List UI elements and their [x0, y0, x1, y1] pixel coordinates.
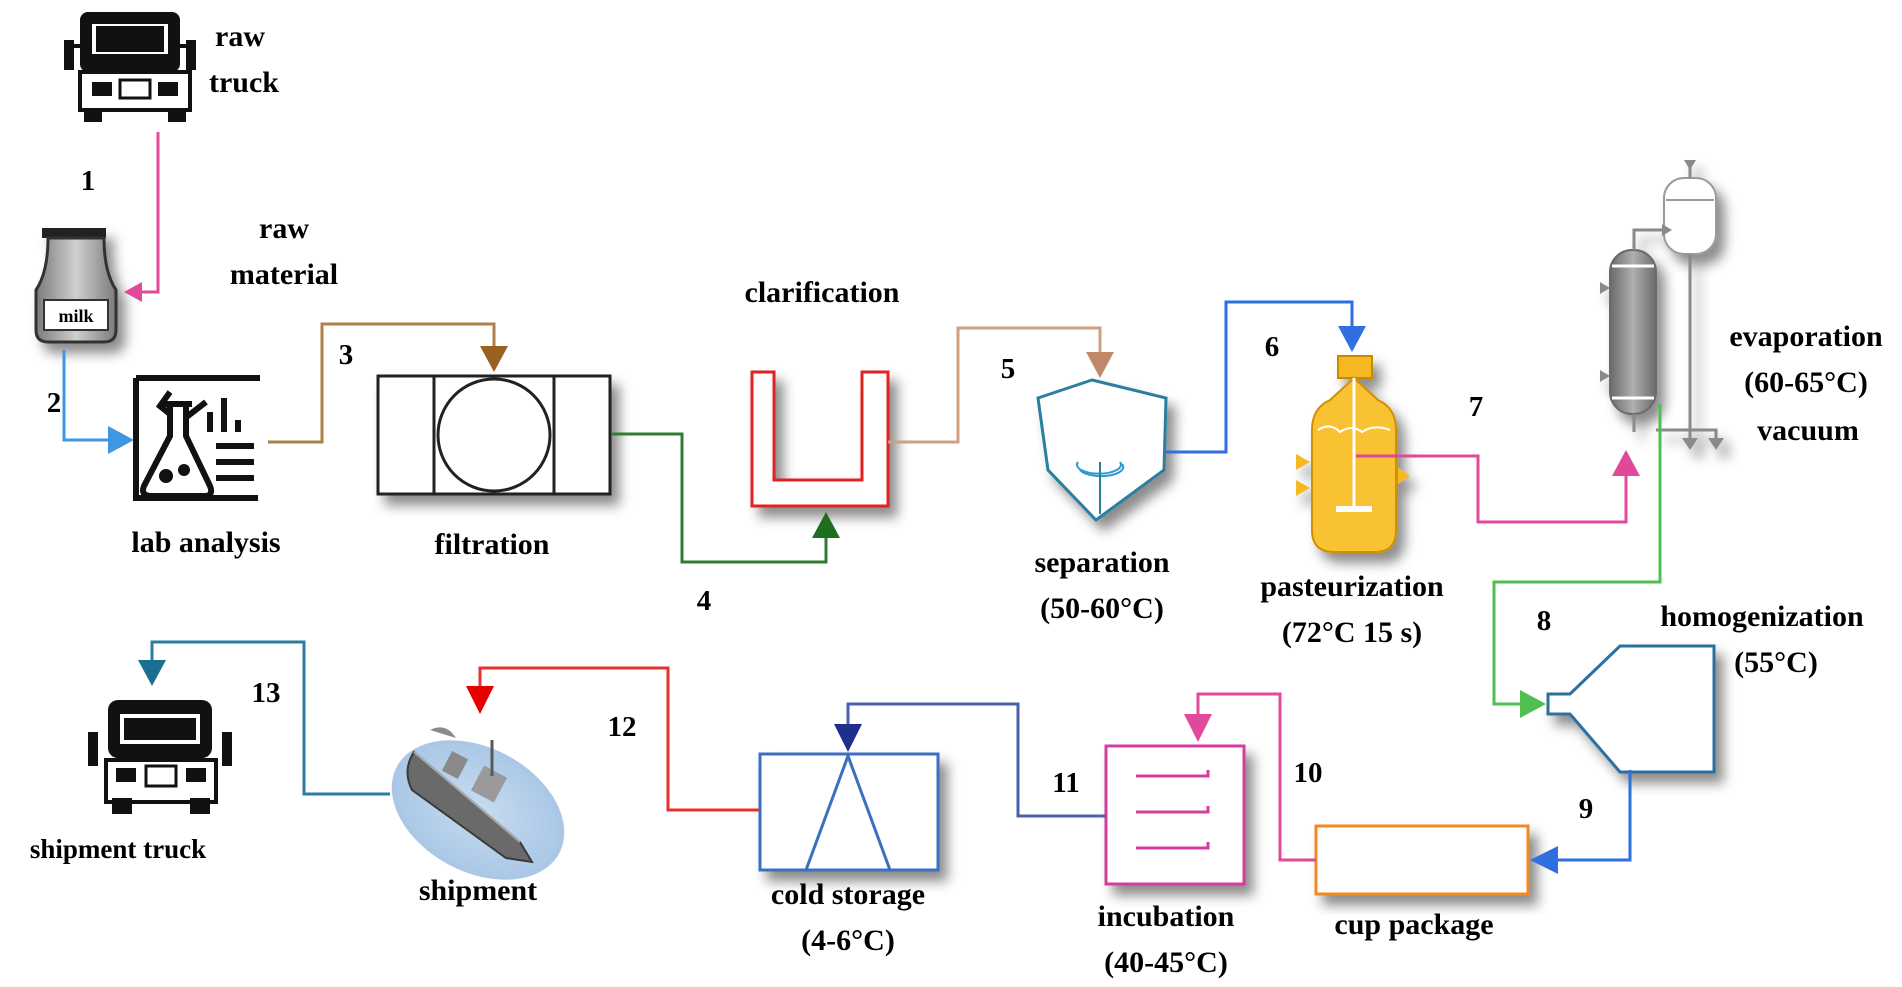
flow-step-7 [1356, 450, 1640, 524]
pasteurization-label-line2: (72°C 15 s) [1282, 616, 1422, 649]
cold-storage-label-line2: (4-6°C) [801, 924, 895, 957]
step-number-12: 12 [608, 711, 637, 743]
shipment-label: shipment [419, 874, 537, 907]
cup-package-label: cup package [1334, 908, 1493, 941]
lab-flask-icon [133, 375, 260, 501]
clarification-label: clarification [745, 276, 900, 309]
milk-can-label: milk [58, 306, 93, 326]
incubation-label-line2: (40-45°C) [1104, 946, 1228, 979]
step-number-8: 8 [1537, 605, 1552, 637]
homogenization-unit [1546, 644, 1716, 774]
step-number-3: 3 [339, 339, 354, 371]
step-number-13: 13 [252, 677, 281, 709]
flow-step-11 [834, 702, 1106, 818]
step-number-4: 4 [697, 585, 712, 617]
flow-step-5 [888, 326, 1114, 444]
cold-storage-unit [758, 751, 940, 872]
evaporation-label-line3: vacuum [1757, 414, 1859, 447]
flow-step-2 [62, 350, 134, 454]
homogenization-label-line2: (55°C) [1734, 646, 1818, 679]
clarification-tank [750, 370, 890, 508]
shipment-truck-label: shipment truck [30, 834, 206, 864]
ship-icon [391, 727, 565, 880]
shipment-truck-icon [88, 700, 232, 814]
flow-step-12 [466, 666, 760, 812]
separation-label-line1: separation [1035, 546, 1170, 579]
separation-unit [1036, 378, 1168, 522]
truck-icon [64, 12, 196, 122]
filtration-label: filtration [435, 528, 550, 561]
flow-step-9 [1530, 770, 1632, 874]
flow-step-3 [268, 322, 508, 444]
raw-truck-label-line2: truck [209, 66, 279, 99]
step-number-7: 7 [1469, 391, 1484, 423]
incubation-unit [1104, 744, 1246, 886]
raw-material-label-line2: material [230, 258, 338, 291]
flow-step-1 [124, 132, 160, 302]
flow-step-10 [1184, 692, 1316, 862]
raw-material-label-line1: raw [259, 212, 309, 245]
evaporator-unit [1600, 160, 1724, 450]
homogenization-label-line1: homogenization [1660, 600, 1864, 633]
cold-storage-label-line1: cold storage [771, 878, 925, 911]
pasteurization-label-line1: pasteurization [1260, 570, 1444, 603]
evaporation-label-line2: (60-65°C) [1744, 366, 1868, 399]
evaporation-label-line1: evaporation [1729, 320, 1883, 353]
step-number-1: 1 [81, 165, 96, 197]
incubation-label-line1: incubation [1098, 900, 1235, 933]
separation-label-line2: (50-60°C) [1040, 592, 1164, 625]
step-number-11: 11 [1052, 767, 1079, 799]
step-number-6: 6 [1265, 331, 1280, 363]
step-number-10: 10 [1294, 757, 1323, 789]
flow-step-4 [612, 432, 840, 564]
step-number-2: 2 [47, 387, 62, 419]
flow-step-13 [138, 640, 390, 796]
filtration-unit [376, 374, 612, 496]
cup-package-unit [1314, 824, 1530, 896]
lab-analysis-label: lab analysis [131, 526, 280, 559]
flow-step-6 [1166, 300, 1366, 454]
raw-truck-label-line1: raw [215, 20, 265, 53]
step-number-5: 5 [1001, 353, 1016, 385]
pasteurization-vessel [1296, 355, 1410, 553]
milk-can-icon: milk [34, 228, 118, 344]
step-number-9: 9 [1579, 793, 1594, 825]
flow-step-8 [1492, 404, 1662, 718]
